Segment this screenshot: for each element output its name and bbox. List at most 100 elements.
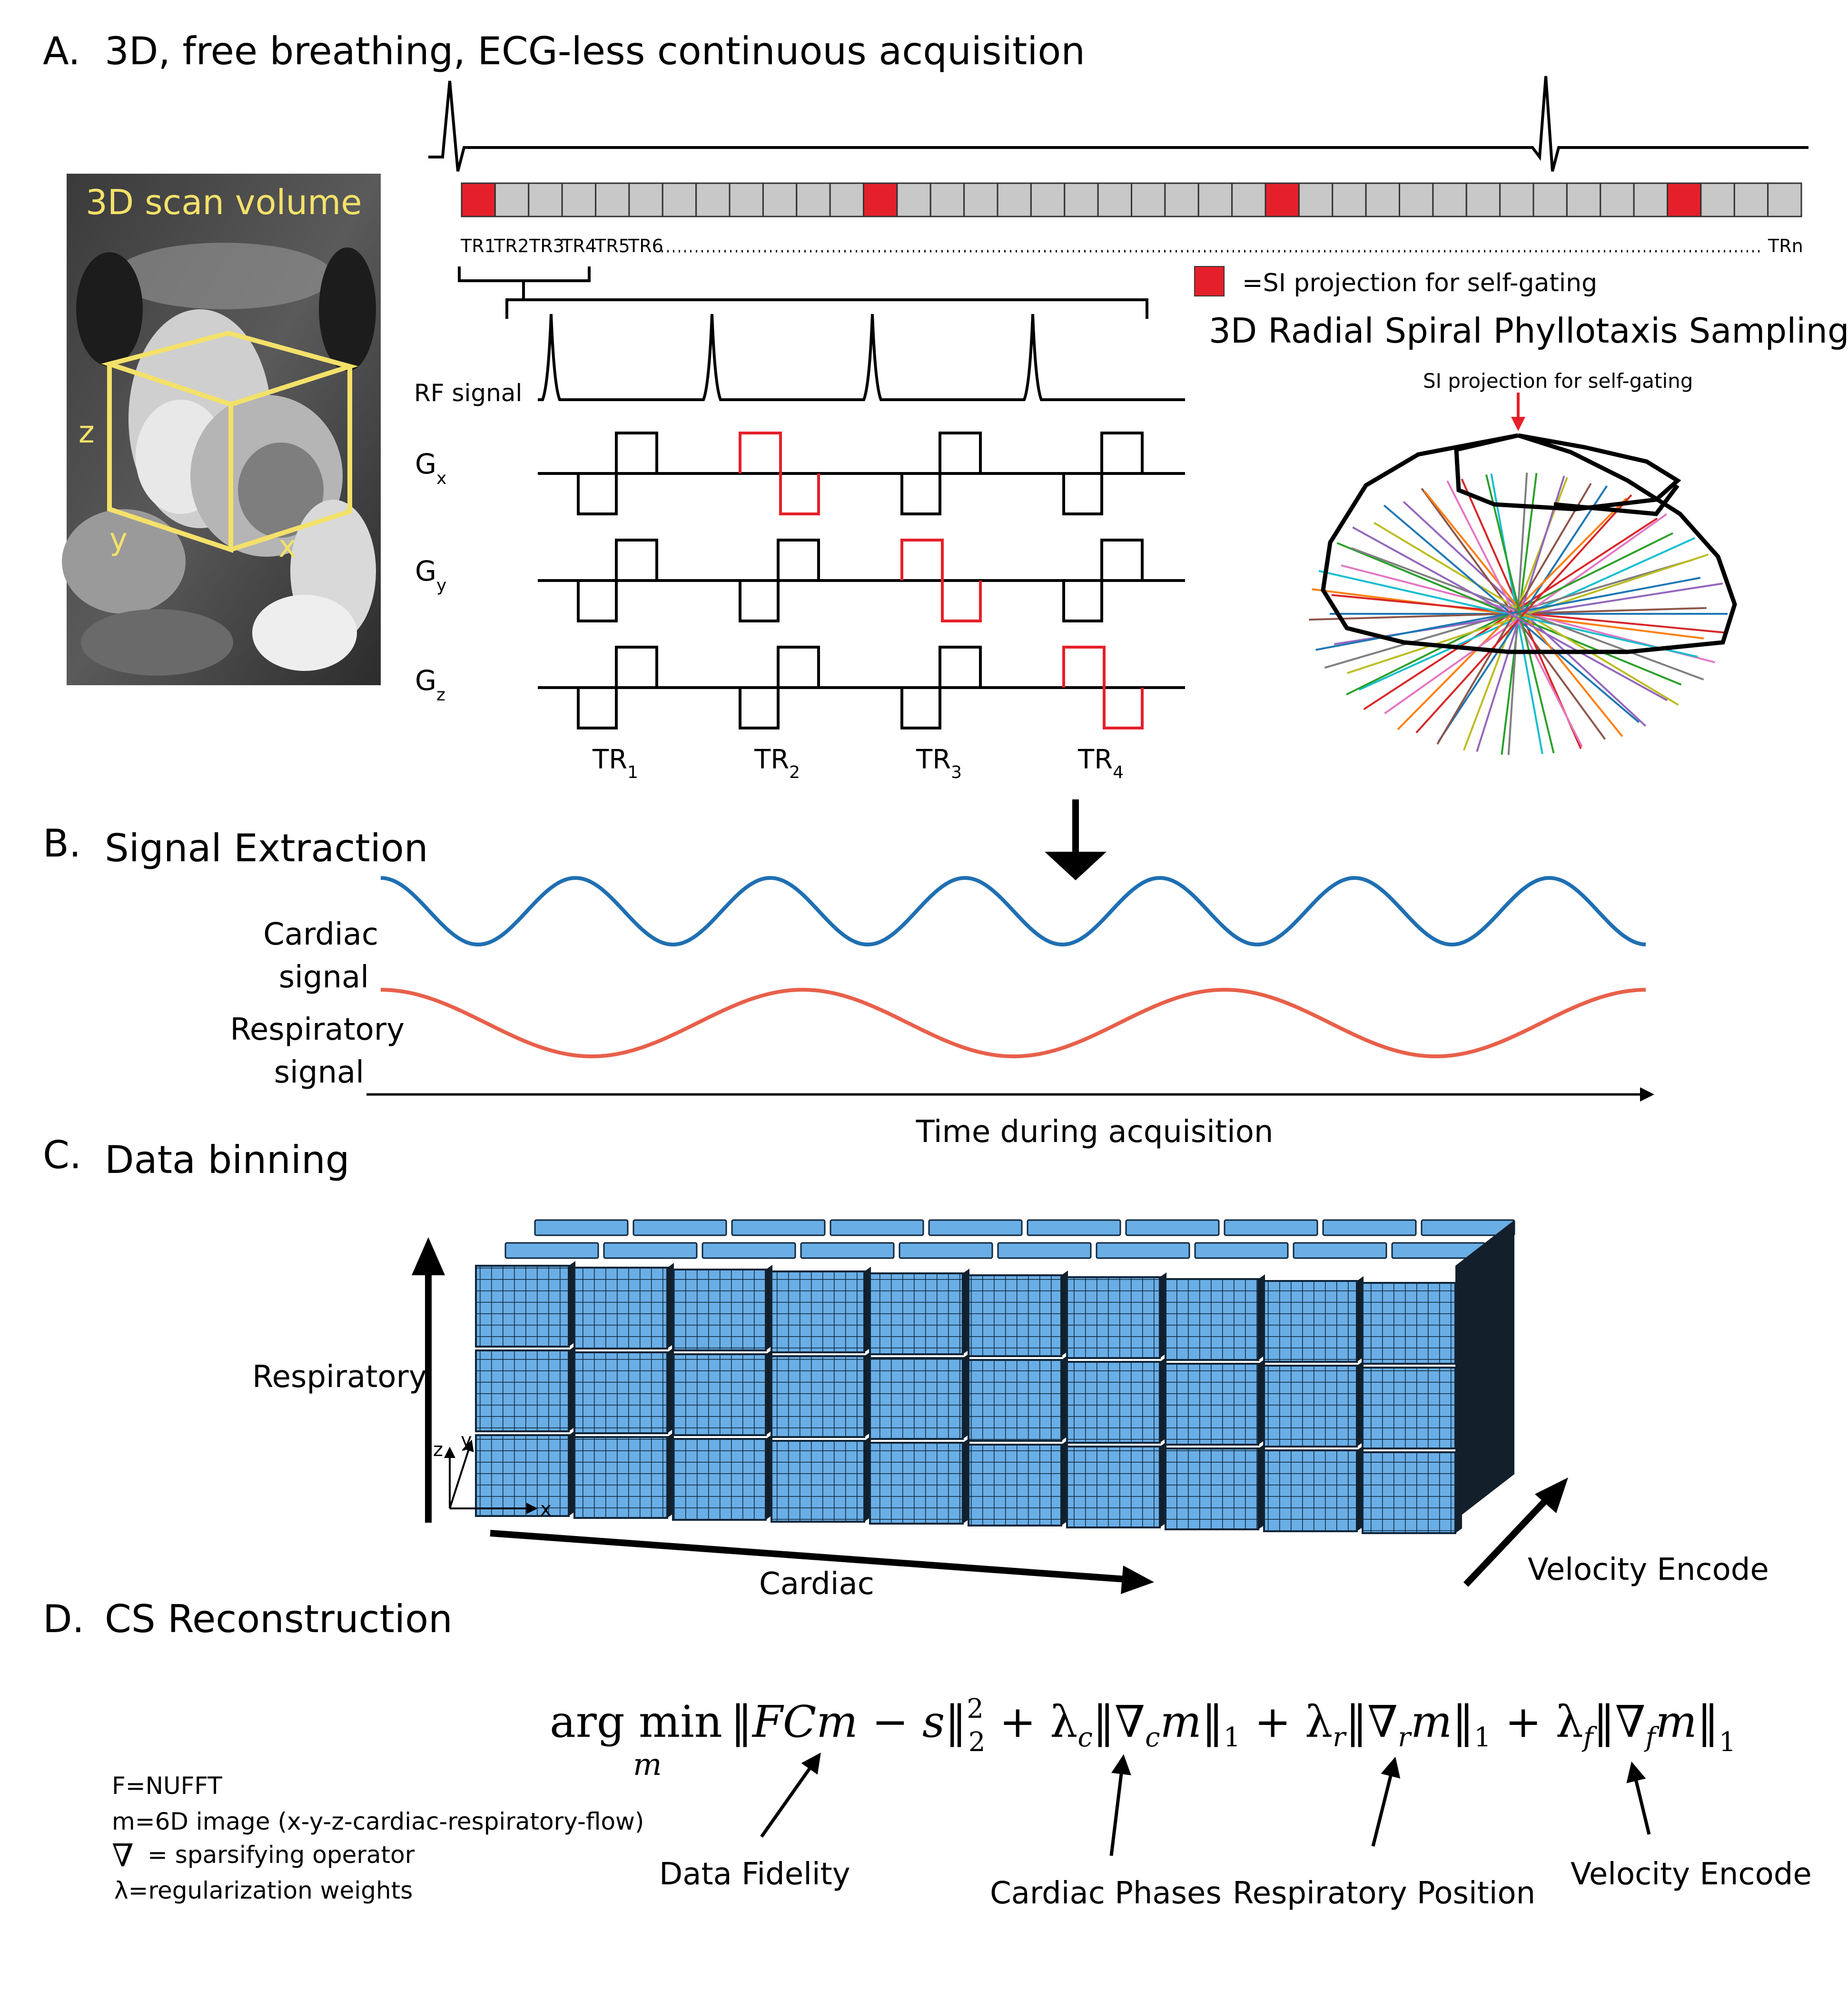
annotation-arrows [760, 1753, 1651, 1856]
tr-cell [729, 182, 764, 217]
data-bin-cube [1165, 1448, 1259, 1530]
data-bin-cube [672, 1438, 767, 1521]
velocity-axis-head [1535, 1477, 1568, 1513]
axis-y-label: y [109, 522, 128, 557]
data-bin-cube [1362, 1451, 1456, 1534]
cube-top [1125, 1219, 1220, 1236]
def-grad: = sparsifying operator [148, 1841, 415, 1869]
gradient-pulse [739, 539, 820, 622]
tr-cell [595, 182, 630, 217]
cube-top [899, 1242, 993, 1259]
radial-spoke [1351, 547, 1704, 681]
tr-cell [1499, 182, 1534, 217]
data-bin-cube [1362, 1282, 1456, 1365]
data-bin-cube [1263, 1365, 1358, 1448]
gradient-pulse [577, 646, 658, 729]
axis-z-label: z [79, 415, 95, 450]
tr-cell [1365, 182, 1400, 217]
eq-argmin: arg min [550, 1696, 722, 1747]
nabla-icon: ∇ [112, 1837, 134, 1874]
tr-cell [963, 182, 998, 217]
tr-cell [1231, 182, 1266, 217]
data-bin-cube [573, 1267, 668, 1349]
tr-cell [662, 182, 697, 217]
tr-seq-label: TR3 [529, 236, 564, 256]
mini-axis-z: z [433, 1439, 443, 1461]
data-bin-cube [672, 1353, 767, 1436]
tr-cell [528, 182, 563, 217]
si-projection-label: SI projection for self-gating [1423, 369, 1693, 393]
gradient-pulse [1062, 432, 1144, 515]
data-bin-cube [1066, 1361, 1161, 1444]
tr-cell [1332, 182, 1367, 217]
cube-top [534, 1219, 629, 1236]
gradient-pulse-self-gating [900, 539, 982, 622]
gradient-pulse [577, 539, 658, 622]
tr-cell [494, 182, 530, 217]
gradient-tr-label: TR2 [754, 744, 800, 782]
tr-cell [561, 182, 596, 217]
data-bin-cube [475, 1265, 570, 1348]
sampling-title: 3D Radial Spiral Phyllotaxis Sampling [1209, 311, 1848, 351]
tr-cell-self-gating [863, 182, 898, 217]
tr-cell [1097, 182, 1132, 217]
def-m: m=6D image (x-y-z-cardiac-respiratory-fl… [112, 1808, 644, 1835]
data-bin-cube [968, 1444, 1062, 1526]
data-bin-cube [771, 1355, 865, 1438]
tr-cell [1733, 182, 1769, 217]
cube-top [1224, 1219, 1318, 1236]
gradient-pulse [900, 646, 982, 729]
cube-top [1322, 1219, 1417, 1236]
rf-signal-trace [538, 314, 1185, 401]
tr-cell-self-gating [1265, 182, 1300, 217]
tr-seq-label: TR6 [628, 236, 663, 256]
mini-axis-y: y [461, 1429, 472, 1451]
data-bin-cube [475, 1434, 570, 1517]
cube-top [928, 1219, 1023, 1236]
data-bin-cube [771, 1270, 865, 1353]
tr-cell [1197, 182, 1233, 217]
tr-cell [1432, 182, 1467, 217]
data-bin-cube [1066, 1276, 1161, 1359]
data-bin-cube [475, 1349, 570, 1432]
tr-sequence-bar [461, 182, 1802, 217]
cardiac-axis-arrow [490, 1530, 1133, 1583]
time-axis-label: Time during acquisition [916, 1114, 1274, 1150]
section-b-heading: B. [43, 821, 81, 866]
tr-cell [1700, 182, 1735, 217]
gradient-tr-label: TR4 [1077, 744, 1124, 782]
definitions: F=NUFFT m=6D image (x-y-z-cardiac-respir… [112, 1772, 644, 1904]
gradient-tr-labels: TR1 TR2 TR3 TR4 [592, 744, 1124, 782]
gradient-waveforms [538, 432, 1185, 729]
tr-cell [997, 182, 1032, 217]
cube-top [632, 1219, 727, 1236]
respiratory-axis-label: Respiratory [252, 1359, 427, 1395]
gradient-pulse-self-gating [739, 432, 820, 515]
rf-signal-label: RF signal [414, 379, 522, 407]
cube-top [1293, 1242, 1387, 1259]
legend-label: =SI projection for self-gating [1242, 269, 1597, 297]
phyllotaxis-diagram [1309, 433, 1737, 755]
radial-spoke [1507, 473, 1528, 755]
tr-sequence-labels: TR1 TR2 TR3 TR4 TR5 TR6 TRn [460, 236, 1803, 256]
cardiac-axis-head [1121, 1566, 1154, 1594]
section-d-heading: D. [43, 1597, 84, 1641]
data-bin-cube [573, 1436, 668, 1519]
radial-spoke [1485, 474, 1555, 754]
cube-side [1455, 1278, 1462, 1364]
gradient-pulse-self-gating [1062, 646, 1144, 729]
tr-cell [1064, 182, 1099, 217]
gradient-tr-label: TR1 [592, 744, 638, 782]
data-bin-cube [1165, 1363, 1259, 1446]
cube-top [702, 1242, 796, 1259]
data-bin-cube [1263, 1449, 1358, 1532]
section-a-title: 3D, free breathing, ECG-less continuous … [105, 29, 1085, 73]
tr-cell [896, 182, 931, 217]
mini-axis-x: x [540, 1498, 552, 1520]
tr-cell [796, 182, 831, 217]
respiratory-signal-wave [380, 988, 1646, 1058]
tr-cell [1465, 182, 1501, 217]
spiral-inner-ring [1454, 433, 1681, 516]
